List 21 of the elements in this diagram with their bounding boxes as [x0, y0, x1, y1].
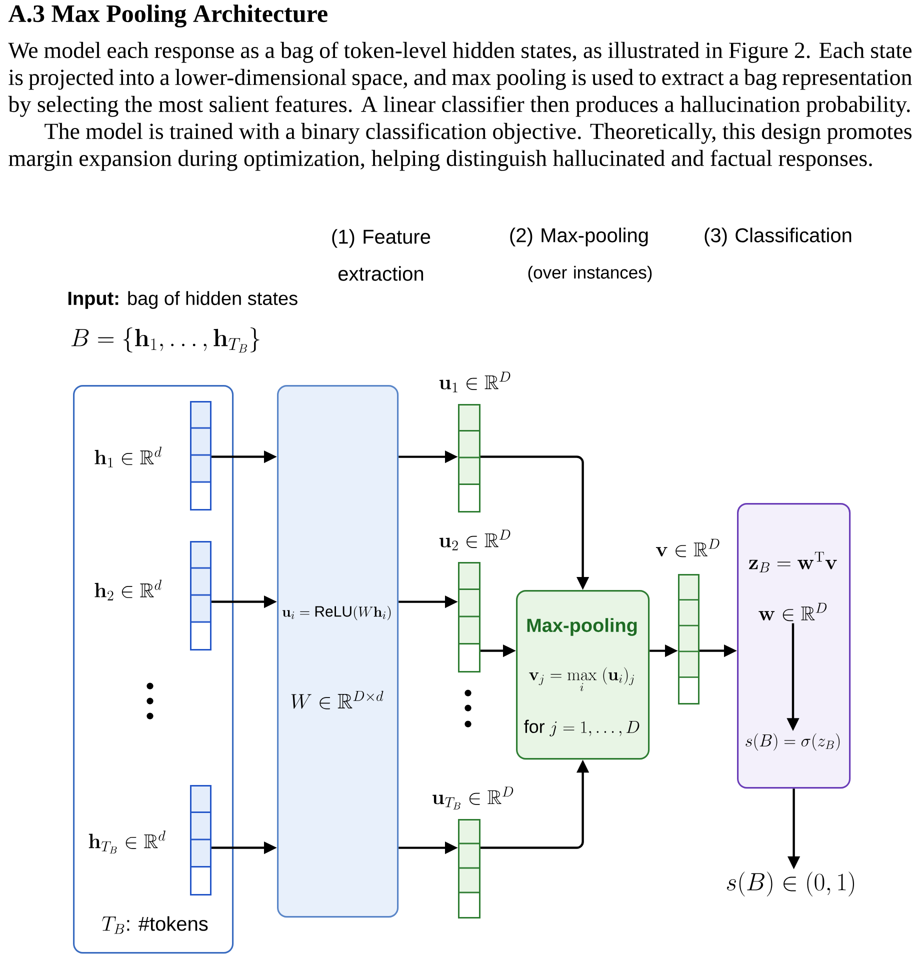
process-box: Max-pooling $\mathbf{v}_j = \max\limits_{i}\ (\mathbf{u}_i)_j$ $\text{for } j = 1, \ldots, D$: [516, 590, 650, 760]
section-heading: A.3 Max Pooling Architecture: [8, 4, 328, 28]
process-box: $\mathbf{u}_i = \text{ReLU}(W\mathbf{h}_i)$ $W \in \mathbb{R}^{D \times d}$: [277, 385, 399, 918]
input-label: Input: bag of hidden states: [68, 291, 298, 309]
vector-label: $\mathbf{u}_{T_B} \in \mathbb{R}^D$: [432, 786, 514, 810]
formula: $s(B) \in (0, 1)$: [726, 872, 854, 896]
column-heading: (1) Feature extraction: [332, 229, 430, 281]
vector-label: $\mathbf{h}_1 \in \mathbb{R}^d$: [94, 446, 162, 468]
column-heading: (2) Max-pooling: [510, 228, 648, 246]
paragraph: The model is trained with a binary classification objective. Theoretically, this design promotes margin expansion during optimization, helping distinguish hallucinated and factual responses.: [8, 122, 912, 171]
vector-label: $\mathbf{h}_2 \in \mathbb{R}^d$: [94, 580, 162, 600]
column-heading: (3) Classification: [704, 228, 852, 246]
paragraph: We model each response as a bag of token-level hidden states, as illustrated in Figure 2. Each state is projected into a lower-dimensional space, and max pooling is used to extract a bag representation by selecting the most salient features. A linear classifier then produces a hallucination probability.: [8, 42, 912, 117]
vector-label: $\mathbf{v} \in \mathbb{R}^D$: [656, 538, 720, 558]
formula: $s(B) = \sigma(z_B)$: [746, 733, 840, 751]
vector-label: $\mathbf{u}_2 \in \mathbb{R}^D$: [439, 530, 510, 550]
formula: $\mathbf{w} \in \mathbb{R}^D$: [758, 602, 827, 622]
formula: $B = \{\mathbf{h}_1, \ldots, \mathbf{h}_{T_B}\}$: [71, 328, 260, 352]
vector-label: $\mathbf{u}_1 \in \mathbb{R}^D$: [439, 372, 510, 392]
vector-label: $\mathbf{h}_{T_B} \in \mathbb{R}^d$: [88, 830, 166, 854]
column-subheading: (over instances): [528, 266, 652, 282]
